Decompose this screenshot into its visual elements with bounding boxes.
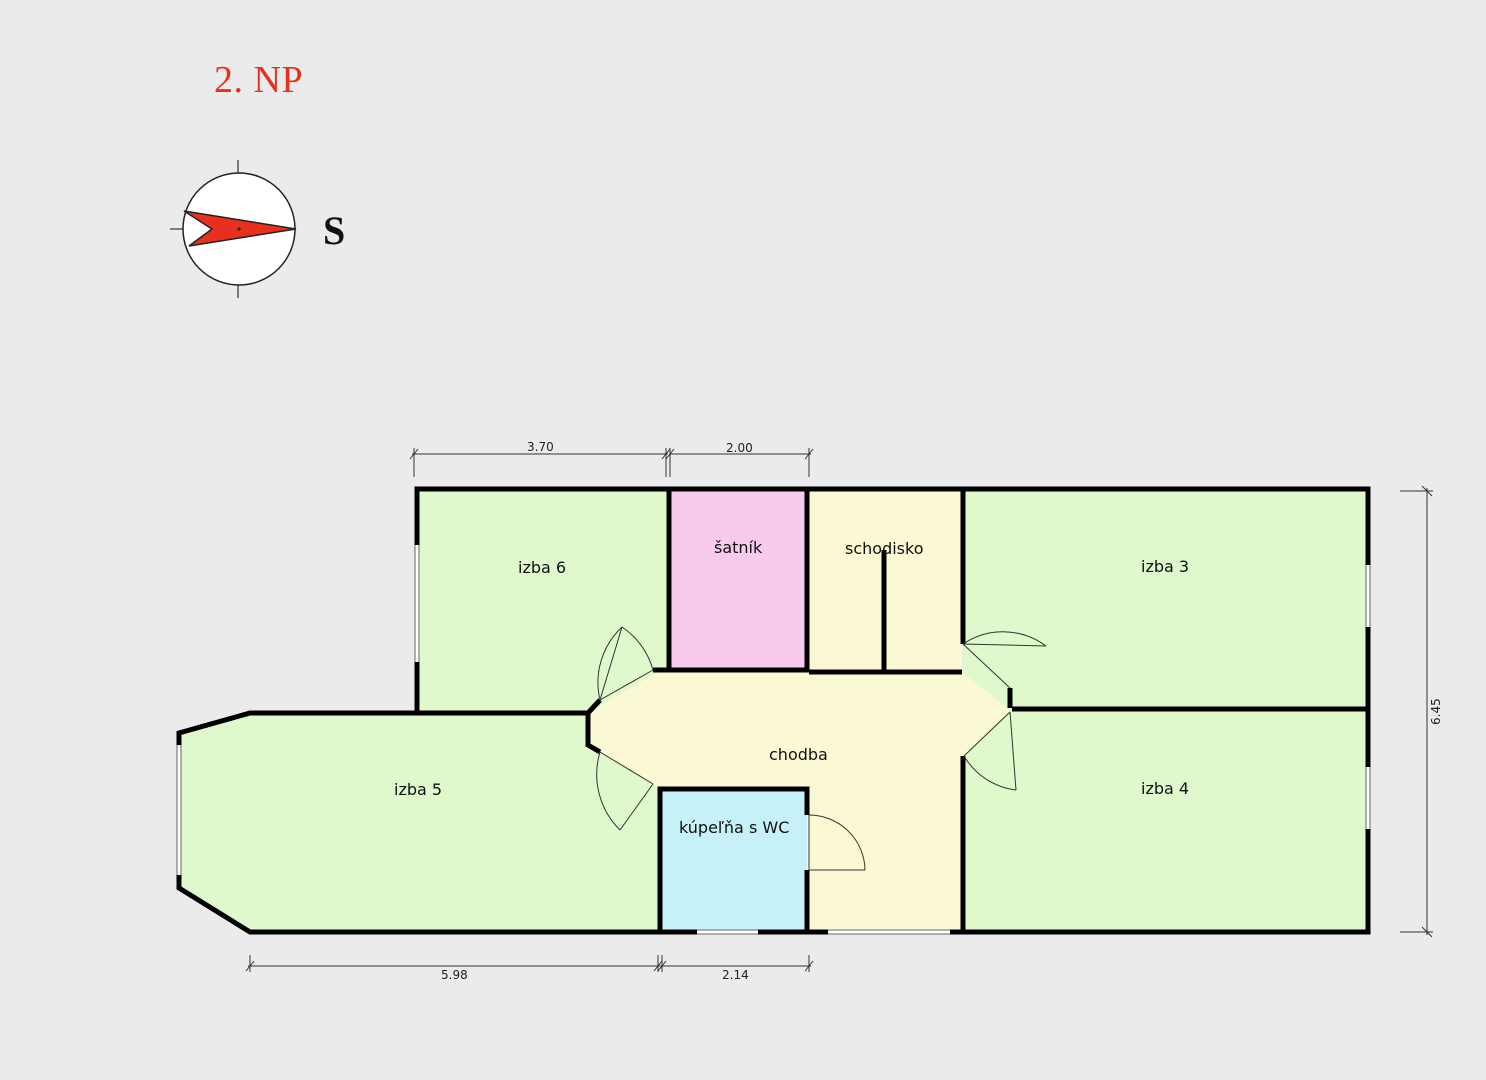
room-label-chodba: chodba bbox=[769, 745, 828, 764]
floor-title: 2. NP bbox=[214, 59, 304, 101]
dim-bottom-right: 2.14 bbox=[722, 968, 749, 982]
windows bbox=[176, 545, 1371, 935]
izba-5-fill bbox=[179, 713, 660, 932]
compass-north-letter: S bbox=[323, 208, 345, 253]
dim-top-right: 2.00 bbox=[726, 441, 753, 455]
chodba-fill bbox=[588, 670, 1010, 932]
walls bbox=[176, 486, 1371, 935]
kupelna-fill bbox=[660, 789, 807, 932]
doors bbox=[596, 626, 1047, 871]
room-label-izba-4: izba 4 bbox=[1141, 779, 1189, 798]
izba-6-fill bbox=[417, 490, 668, 713]
dim-right-side: 6.45 bbox=[1429, 698, 1443, 725]
door-izba-3-icon bbox=[962, 631, 1047, 689]
dim-top-left: 3.70 bbox=[527, 440, 554, 454]
room-labels: izba 6 šatník schodisko izba 3 izba 5 ch… bbox=[394, 538, 1189, 837]
door-izba-5-icon bbox=[596, 751, 654, 831]
izba-3-fill bbox=[964, 490, 1368, 709]
dim-bottom-left: 5.98 bbox=[441, 968, 468, 982]
room-label-izba-5: izba 5 bbox=[394, 780, 442, 799]
room-label-satnik: šatník bbox=[714, 538, 763, 557]
door-izba-6-icon bbox=[597, 626, 654, 701]
room-label-izba-3: izba 3 bbox=[1141, 557, 1189, 576]
izba-4-fill bbox=[964, 709, 1368, 932]
door-izba-4-icon bbox=[963, 711, 1017, 791]
compass: S bbox=[170, 160, 345, 298]
room-label-izba-6: izba 6 bbox=[518, 558, 566, 577]
room-fills bbox=[179, 490, 1368, 932]
room-label-schodisko: schodisko bbox=[845, 539, 923, 558]
satnik-fill bbox=[670, 490, 807, 670]
room-label-kupelna: kúpeľňa s WC bbox=[679, 818, 789, 837]
dimensions: 3.70 2.00 5.98 2.14 6.45 bbox=[245, 440, 1443, 982]
door-kupelna-icon bbox=[808, 814, 866, 871]
